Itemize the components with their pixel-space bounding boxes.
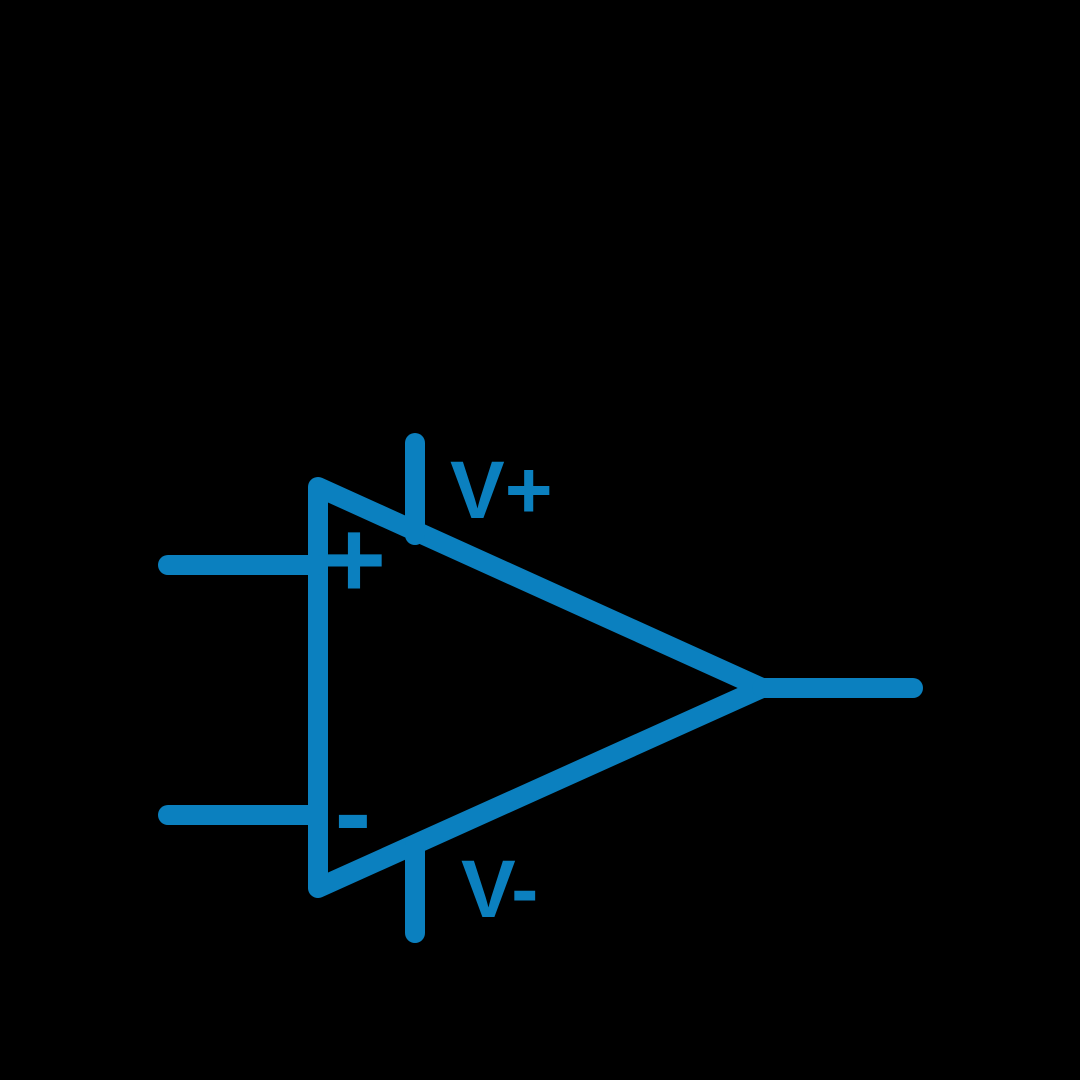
noninverting-input-sign: + <box>322 498 386 621</box>
inverting-input-sign: - <box>335 751 372 874</box>
negative-supply-label: V- <box>461 844 538 935</box>
positive-supply-label: V+ <box>450 445 553 536</box>
op-amp-triangle-body <box>308 477 772 898</box>
